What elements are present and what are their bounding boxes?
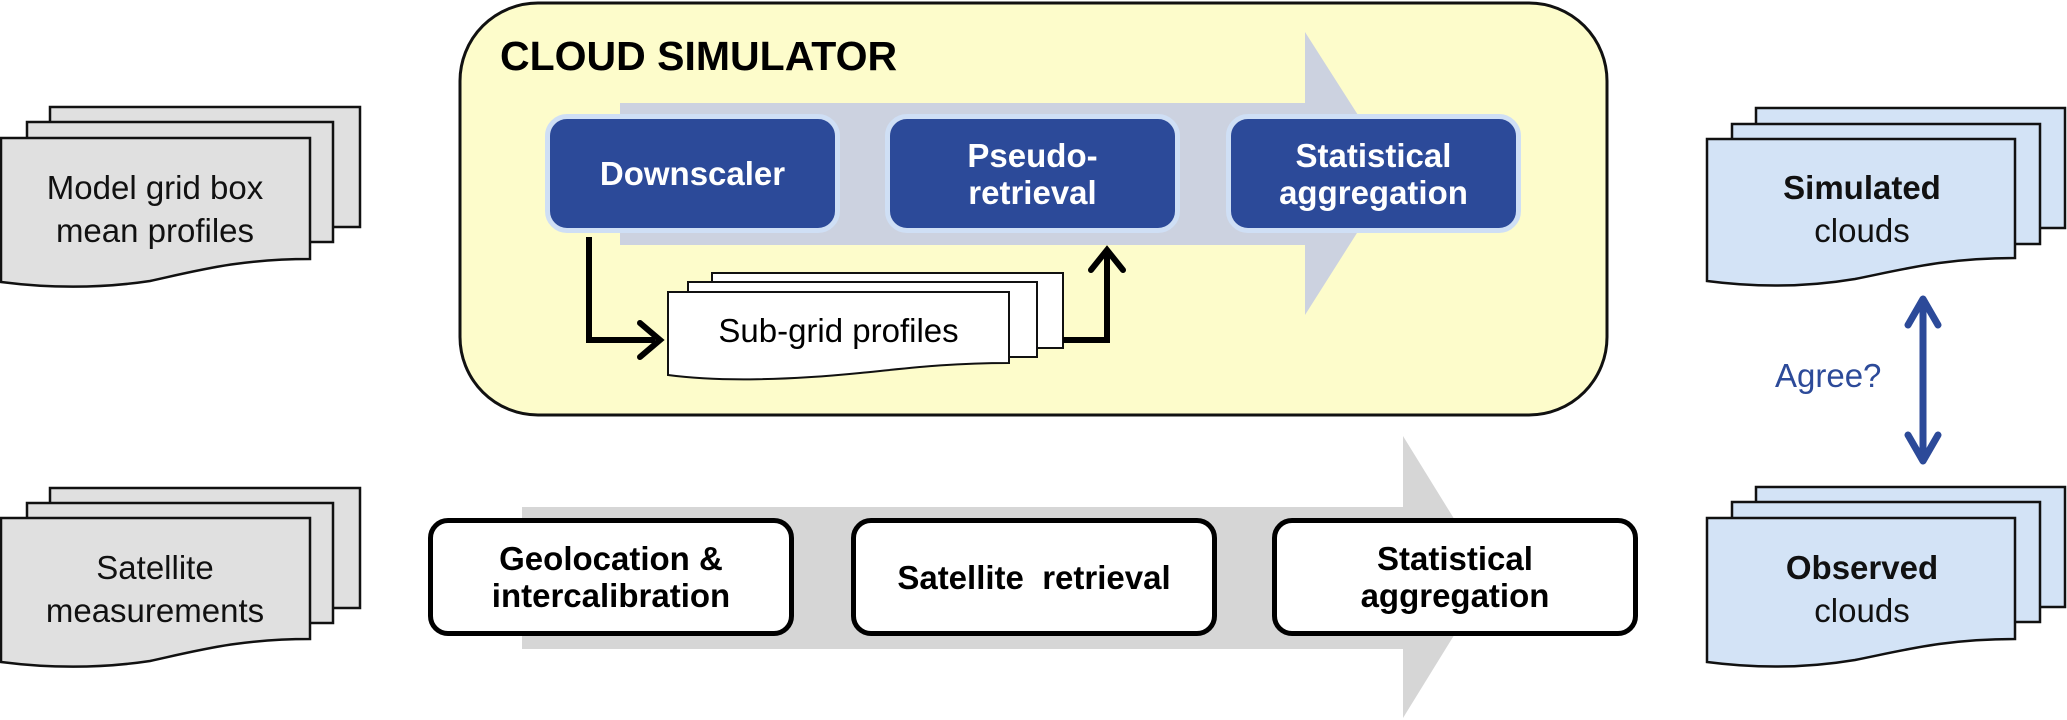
step-label-line2: retrieval	[968, 173, 1097, 211]
downscaler-step[interactable]: Downscaler	[545, 114, 840, 233]
simulated-clouds-doc-stack	[1705, 106, 2067, 287]
satellite-measurements-doc-stack	[0, 486, 362, 669]
downscaler-to-subgrid-arrow	[586, 237, 665, 360]
step-label-line2: intercalibration	[491, 577, 731, 614]
doc-label-bold: Observed	[1785, 549, 1939, 586]
doc-label-bold: Simulated	[1783, 169, 1941, 206]
subgrid-to-pseudo-retrieval-arrow	[1063, 245, 1126, 343]
pseudo-retrieval-step[interactable]: Pseudo- retrieval	[885, 114, 1180, 233]
step-label-line1: Pseudo-	[967, 136, 1098, 174]
observation-statistical-aggregation-step[interactable]: Statistical aggregation	[1272, 518, 1638, 636]
model-profiles-label: Model grid box mean profiles	[0, 166, 310, 252]
step-label-line1: Statistical	[1295, 136, 1452, 174]
doc-label-line2: measurements	[45, 592, 265, 629]
simulated-clouds-label: Simulated clouds	[1707, 166, 2017, 252]
agree-label: Agree?	[1775, 357, 1882, 394]
observed-clouds-label: Observed clouds	[1707, 546, 2017, 632]
step-label-line2: aggregation	[1360, 577, 1550, 614]
step-label-line2: aggregation	[1279, 173, 1468, 211]
step-label-line1: Statistical	[1377, 540, 1533, 577]
doc-label-normal: clouds	[1814, 592, 1910, 629]
geolocation-intercalibration-step[interactable]: Geolocation & intercalibration	[428, 518, 794, 636]
satellite-retrieval-step[interactable]: Satellite retrieval	[851, 518, 1217, 636]
step-label-line1: Downscaler	[599, 155, 786, 192]
model-profiles-doc-stack	[0, 105, 362, 289]
doc-label-line1: Satellite	[96, 549, 214, 586]
simulator-statistical-aggregation-step[interactable]: Statistical aggregation	[1226, 114, 1521, 233]
doc-label-line2: mean profiles	[55, 212, 255, 249]
doc-label-normal: clouds	[1814, 212, 1910, 249]
observed-clouds-doc-stack	[1705, 485, 2067, 668]
doc-label-line1: Model grid box	[46, 169, 264, 206]
sub-grid-profiles-doc-stack	[667, 272, 1064, 381]
agree-double-arrow	[1904, 295, 1942, 465]
step-label-line1: Satellite retrieval	[897, 558, 1171, 596]
cloud-simulator-title: CLOUD SIMULATOR	[500, 33, 898, 79]
step-label-line1: Geolocation &	[499, 540, 723, 577]
sub-grid-profiles-label: Sub-grid profiles	[718, 312, 959, 349]
satellite-measurements-label: Satellite measurements	[0, 546, 310, 632]
